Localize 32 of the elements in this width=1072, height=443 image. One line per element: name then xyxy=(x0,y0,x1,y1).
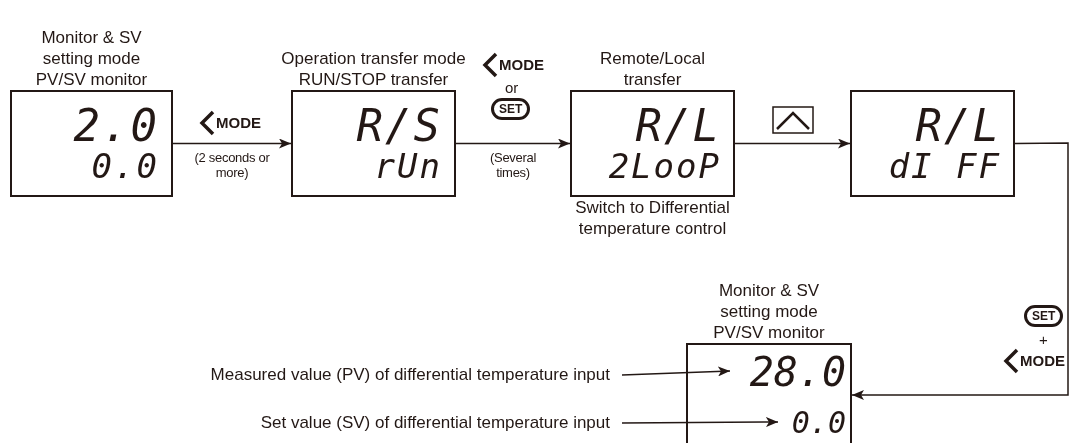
mode-key: MODE xyxy=(482,52,544,78)
arrow xyxy=(621,366,731,377)
mode-heading: Monitor & SV setting mode PV/SV monitor xyxy=(712,280,826,343)
arrow xyxy=(851,142,1069,400)
arrow xyxy=(621,417,779,428)
note-text: Switch to Differential temperature control xyxy=(574,197,731,239)
display-readout: 28.0 xyxy=(732,351,846,395)
display-readout: dI FF xyxy=(888,148,1001,185)
callout-text: Measured value (PV) of differential temperature input xyxy=(100,364,610,386)
arrow xyxy=(455,138,571,149)
mode-heading: Remote/Local transfer xyxy=(599,48,706,90)
set-key: SET xyxy=(491,98,531,120)
display-readout: 0.0 xyxy=(780,407,846,441)
mode-heading: Operation transfer mode RUN/STOP transfer xyxy=(280,48,467,90)
display-readout: R/L xyxy=(635,102,721,149)
display-panel xyxy=(850,90,1015,197)
display-readout: rUn xyxy=(374,148,442,185)
display-readout: 2.0 xyxy=(73,102,159,149)
display-readout: R/L xyxy=(915,102,1001,149)
callout-text: Set value (SV) of differential temperature input xyxy=(100,412,610,434)
display-readout: 2LooP xyxy=(608,148,721,185)
arrow xyxy=(172,138,292,149)
key-separator: or xyxy=(505,80,519,96)
set-key: SET xyxy=(1024,305,1064,327)
mode-key: MODE xyxy=(199,110,261,136)
arrow xyxy=(734,138,851,149)
key-separator: + xyxy=(1039,332,1048,348)
mode-heading: Monitor & SV setting mode PV/SV monitor xyxy=(34,27,149,90)
mode-key: MODE xyxy=(1003,348,1065,374)
display-readout: 0.0 xyxy=(91,148,159,185)
edge-label: (2 seconds or more) xyxy=(192,150,272,180)
display-readout: R/S xyxy=(356,102,442,149)
